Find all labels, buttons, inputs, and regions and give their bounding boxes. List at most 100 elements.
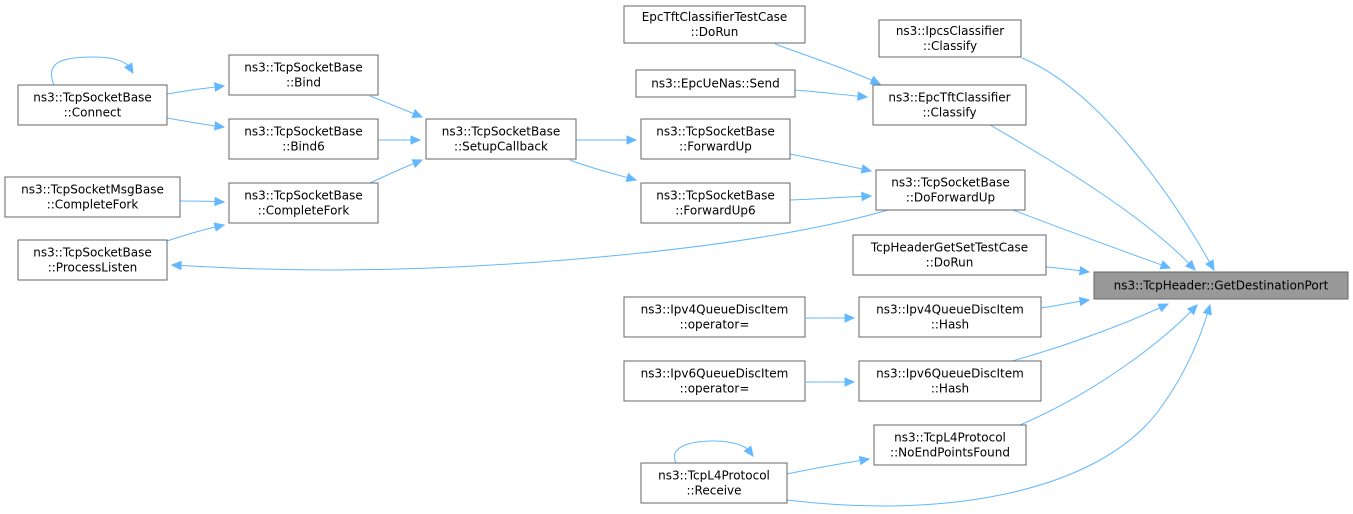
node-epcTftClassify[interactable]: ns3::EpcTftClassifier::Classify (872, 84, 1027, 126)
edge-line (786, 458, 870, 475)
node-box[interactable] (873, 424, 1027, 466)
node-completeFork[interactable]: ns3::TcpSocketBase::CompleteFork (228, 182, 379, 224)
node-box[interactable] (623, 5, 806, 44)
node-label-line: ::Classify (922, 106, 976, 120)
node-label-line: ::Hash (931, 382, 969, 396)
node-label-line: ns3::TcpHeader::GetDestinationPort (1114, 279, 1329, 293)
node-box[interactable] (228, 182, 379, 224)
node-label-line: ::Bind6 (282, 140, 325, 154)
node-label-line: ns3::TcpL4Protocol (894, 431, 1006, 445)
node-label-line: ns3::TcpL4Protocol (658, 469, 770, 483)
node-ipv4Hash[interactable]: ns3::Ipv4QueueDiscItem::Hash (858, 296, 1042, 338)
edge-ipv6Op-to-ipv6Hash (806, 377, 856, 387)
node-connect[interactable]: ns3::TcpSocketBase::Connect (17, 84, 168, 126)
node-box[interactable] (635, 69, 796, 98)
edge-connect-to-bind6 (166, 117, 226, 131)
node-ipv6Op[interactable]: ns3::Ipv6QueueDiscItem::operator= (623, 360, 806, 402)
node-noEndPoints[interactable]: ns3::TcpL4Protocol::NoEndPointsFound (873, 424, 1027, 466)
node-box[interactable] (228, 54, 379, 96)
node-label-line: ::ProcessListen (48, 261, 138, 275)
nodes-layer: ns3::TcpHeader::GetDestinationPortns3::I… (4, 5, 1349, 504)
node-box[interactable] (858, 360, 1042, 402)
node-label-line: ::CompleteFork (47, 198, 139, 212)
node-box[interactable] (872, 84, 1027, 126)
node-epcUeNas[interactable]: ns3::EpcUeNas::Send (635, 69, 796, 98)
node-box[interactable] (875, 169, 1026, 211)
node-box[interactable] (425, 118, 577, 160)
node-label-line: ::ForwardUp (679, 140, 752, 154)
node-receive[interactable]: ns3::TcpL4Protocol::Receive (640, 462, 788, 504)
node-label-line: ::SetupCallback (454, 140, 548, 154)
edge-arrowhead (861, 191, 873, 202)
node-label-line: ns3::TcpSocketBase (244, 189, 362, 203)
edge-receive-to-target (786, 303, 1212, 507)
node-label-line: EpcTftClassifierTestCase (642, 10, 788, 24)
edge-arrowhead (214, 121, 226, 131)
node-tcpHdrTest[interactable]: TcpHeaderGetSetTestCase::DoRun (852, 234, 1047, 276)
edge-arrowhead (1186, 304, 1198, 316)
node-label-line: ::ForwardUp6 (675, 204, 755, 218)
node-box[interactable] (623, 296, 806, 338)
edge-setupCallback-to-forwardUp (576, 135, 638, 145)
edge-line (50, 56, 134, 86)
edge-line (774, 43, 881, 85)
node-box[interactable] (852, 234, 1047, 276)
edge-line (789, 195, 872, 201)
edge-arrowhead (1078, 296, 1091, 307)
node-box[interactable] (858, 296, 1042, 338)
edge-doForwardUp-to-processListen (170, 209, 889, 271)
edge-receive-to-noEndPoints (786, 455, 871, 475)
node-box[interactable] (228, 118, 379, 160)
edge-noEndPoints-to-target (1019, 304, 1198, 426)
node-target[interactable]: ns3::TcpHeader::GetDestinationPort (1093, 271, 1349, 300)
edge-arrowhead (1159, 260, 1172, 270)
node-bind6[interactable]: ns3::TcpSocketBase::Bind6 (228, 118, 379, 160)
edge-tcpHdrTest-to-target (1045, 265, 1091, 276)
node-box[interactable] (1093, 271, 1349, 300)
node-epctftTest[interactable]: EpcTftClassifierTestCase::DoRun (623, 5, 806, 44)
node-label-line: ::operator= (680, 318, 750, 332)
edge-epcUeNas-to-epcTftClassify (794, 89, 869, 101)
node-processListen[interactable]: ns3::TcpSocketBase::ProcessListen (17, 239, 168, 281)
node-forwardUp6[interactable]: ns3::TcpSocketBase::ForwardUp6 (640, 182, 791, 224)
node-msgCompleteFork[interactable]: ns3::TcpSocketMsgBase::CompleteFork (4, 176, 181, 218)
edge-epctftTest-to-epcTftClassify (774, 43, 882, 85)
node-forwardUp[interactable]: ns3::TcpSocketBase::ForwardUp (640, 118, 791, 160)
edge-arrowhead (213, 222, 226, 232)
node-box[interactable] (623, 360, 806, 402)
edge-connect-to-connect (50, 56, 134, 86)
node-box[interactable] (640, 462, 788, 504)
edge-arrowhead (625, 172, 638, 183)
node-box[interactable] (17, 239, 168, 281)
node-doForwardUp[interactable]: ns3::TcpSocketBase::DoForwardUp (875, 169, 1026, 211)
node-label-line: ::Hash (931, 318, 969, 332)
edge-connect-to-bind (166, 82, 226, 95)
node-ipv4Op[interactable]: ns3::Ipv4QueueDiscItem::operator= (623, 296, 806, 338)
node-box[interactable] (4, 176, 181, 218)
node-label-line: ns3::Ipv4QueueDiscItem (876, 303, 1024, 317)
node-label-line: ns3::TcpSocketBase (442, 125, 560, 139)
node-setupCallback[interactable]: ns3::TcpSocketBase::SetupCallback (425, 118, 577, 160)
node-box[interactable] (17, 84, 168, 126)
node-bind[interactable]: ns3::TcpSocketBase::Bind (228, 54, 379, 96)
node-ipv6Hash[interactable]: ns3::Ipv6QueueDiscItem::Hash (858, 360, 1042, 402)
edge-line (1019, 304, 1198, 426)
node-label-line: ns3::TcpSocketBase (244, 125, 362, 139)
edge-arrowhead (1205, 259, 1215, 272)
edge-arrowhead (411, 108, 424, 118)
edge-arrowhead (857, 91, 869, 101)
node-box[interactable] (878, 19, 1022, 58)
node-ipcs[interactable]: ns3::IpcsClassifier::Classify (878, 19, 1022, 58)
edge-msgCompleteFork-to-completeFork (179, 196, 226, 207)
node-box[interactable] (640, 182, 791, 224)
edge-ipv6Hash-to-target (1011, 303, 1170, 362)
node-box[interactable] (640, 118, 791, 160)
node-label-line: ::operator= (680, 382, 750, 396)
edge-bind-to-setupCallback (369, 95, 424, 118)
edges-layer (50, 43, 1215, 507)
edge-arrowhead (410, 135, 422, 145)
node-label-line: ::Connect (64, 106, 122, 120)
edge-arrowhead (743, 445, 754, 457)
edge-arrowhead (1157, 303, 1170, 313)
